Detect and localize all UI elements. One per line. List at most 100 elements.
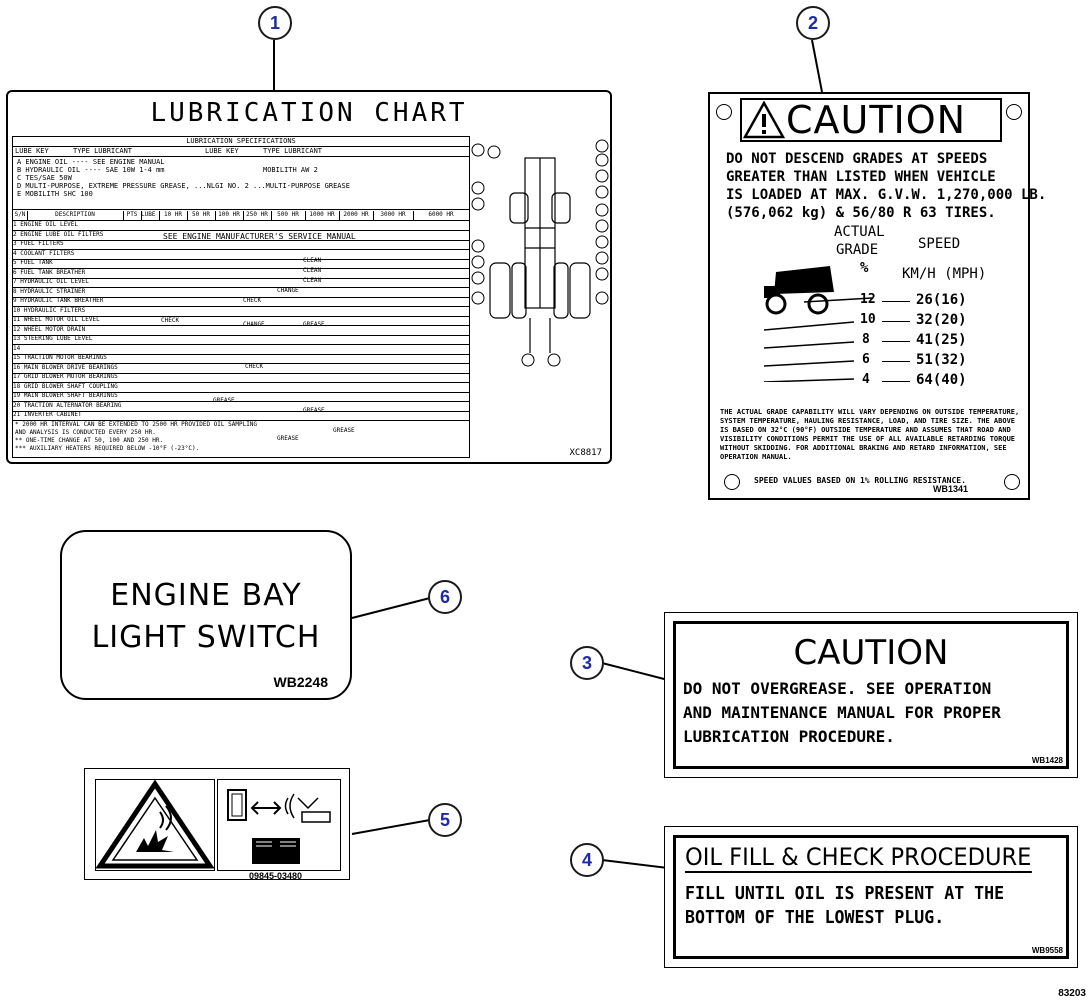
table-header-cell: PTS	[123, 211, 142, 220]
table-row-label: 3 FUEL FILTERS	[13, 240, 64, 247]
table-cell-mark: GREASE	[333, 427, 355, 434]
engine-bay-line1: ENGINE BAY	[110, 578, 302, 613]
caution-line: IS LOADED AT MAX. G.V.W. 1,270,000 LB.	[726, 187, 1047, 203]
callout-3: 3	[570, 646, 604, 680]
table-row-label: 4 COOLANT FILTERS	[13, 249, 75, 257]
key-row: C TES/SAE 50W	[17, 174, 72, 182]
table-row-label: 17 GRID BLOWER MOTOR BEARINGS	[13, 373, 118, 380]
table-row: 7 HYDRAULIC OIL LEVEL	[13, 278, 469, 288]
table-header-cell: 10 HR	[159, 211, 188, 220]
service-note: SEE ENGINE MANUFACTURER'S SERVICE MANUAL	[163, 232, 356, 241]
pictogram-code: 09845-03480	[249, 871, 303, 881]
grade-value: 12	[860, 292, 876, 307]
table-header-cell: 1000 HR	[305, 211, 340, 220]
caution-grease-code: WB1428	[1031, 756, 1063, 765]
mounting-hole-icon	[1004, 474, 1020, 490]
engine-bay-decal: ENGINE BAY LIGHT SWITCH WB2248	[60, 530, 352, 700]
speed-value: 41(25)	[916, 332, 967, 348]
table-header-cell: 50 HR	[187, 211, 216, 220]
table-row-label: 10 HYDRAULIC FILTERS	[13, 306, 86, 314]
oil-fill-code: WB9558	[1031, 946, 1063, 955]
table-row-label: 11 WHEEL MOTOR OIL LEVEL	[13, 316, 100, 323]
callout-6: 6	[428, 580, 462, 614]
key-header-3: LUBE KEY	[205, 147, 239, 155]
footnote: ** ONE-TIME CHANGE AT 50, 100 AND 250 HR…	[15, 437, 164, 444]
table-row: 9 HYDRAULIC TANK BREATHER	[13, 297, 469, 307]
table-row-label: 8 HYDRAULIC STRAINER	[13, 287, 86, 295]
explosion-warning-icon	[95, 779, 215, 869]
table-row-label: 21 INVERTER CABINET	[13, 411, 82, 418]
key-row: A ENGINE OIL ---- SEE ENGINE MANUAL	[17, 158, 165, 166]
speed-value: 32(20)	[916, 312, 967, 328]
table-cell-mark: CHECK	[161, 317, 180, 324]
key-header-1: LUBE KEY	[15, 147, 49, 155]
leader-line-3	[601, 662, 669, 681]
lubrication-chart-decal: LUBRICATION CHART LUBRICATION SPECIFICAT…	[6, 90, 612, 464]
table-row: 8 HYDRAULIC STRAINER	[13, 288, 469, 298]
table-row-label: 2 ENGINE LUBE OIL FILTERS	[13, 230, 104, 238]
table-row: 19 MAIN BLOWER SHAFT BEARINGS	[13, 392, 469, 402]
table-row: 11 WHEEL MOTOR OIL LEVEL	[13, 316, 469, 326]
table-cell-mark: CHANGE	[243, 321, 265, 328]
mounting-hole-icon	[1006, 104, 1022, 120]
table-cell-mark: GREASE	[303, 321, 325, 328]
key-right: MOBILITH AW 2	[263, 166, 318, 174]
pictogram-decal: 09845-03480	[84, 768, 350, 881]
callout-1: 1	[258, 6, 292, 40]
engine-bay-code: WB2248	[273, 674, 328, 690]
table-row: 21 INVERTER CABINET	[13, 411, 469, 421]
table-row: 16 MAIN BLOWER DRIVE BEARINGS	[13, 364, 469, 374]
table-row: 17 GRID BLOWER MOTOR BEARINGS	[13, 373, 469, 383]
key-row: B HYDRAULIC OIL ---- SAE 10W 1-4 mm	[17, 166, 165, 174]
table-cell-mark: CHECK	[243, 297, 262, 304]
truck-top-view-diagram	[471, 139, 609, 367]
footnote: AND ANALYSIS IS CONDUCTED EVERY 250 HR.	[15, 429, 156, 436]
callout-2: 2	[796, 6, 830, 40]
table-header-cell: LUBE KEY	[141, 211, 160, 220]
caution-header: CAUTION	[740, 98, 1002, 142]
table-row: 15 TRACTION MOTOR BEARINGS	[13, 354, 469, 364]
table-row: 10 HYDRAULIC FILTERS	[13, 307, 469, 317]
callout-4: 4	[570, 843, 604, 877]
lubrication-footnotes: * 2000 HR INTERVAL CAN BE EXTENDED TO 25…	[15, 421, 465, 453]
actual-label: ACTUAL	[834, 224, 885, 240]
table-row: 5 FUEL TANK	[13, 259, 469, 269]
table-row: 4 COOLANT FILTERS	[13, 250, 469, 260]
caution-grease-decal: CAUTION DO NOT OVERGREASE. SEE OPERATION…	[664, 612, 1078, 778]
grade-dash	[882, 381, 910, 382]
table-cell-mark: CLEAN	[303, 267, 322, 274]
caution-line: GREATER THAN LISTED WHEN VEHICLE	[726, 169, 996, 185]
table-row-label: 13 STEERING LUBE LEVEL	[13, 335, 93, 342]
caution-line: (576,062 kg) & 56/80 R 63 TIRES.	[726, 205, 996, 221]
figure-code: 83203	[1058, 988, 1086, 999]
table-cell-mark: GREASE	[213, 397, 235, 404]
table-row-label: 6 FUEL TANK BREATHER	[13, 268, 86, 276]
grade-dash	[882, 341, 910, 342]
oil-fill-decal: OIL FILL & CHECK PROCEDURE FILL UNTIL OI…	[664, 826, 1078, 968]
key-header-2: TYPE LUBRICANT	[73, 147, 133, 155]
table-row-label: 7 HYDRAULIC OIL LEVEL	[13, 278, 89, 285]
table-header-cell: 500 HR	[271, 211, 306, 220]
table-row-label: 14	[13, 344, 21, 352]
caution-fine-print: THE ACTUAL GRADE CAPABILITY WILL VARY DE…	[720, 408, 1020, 461]
grade-dash	[882, 361, 910, 362]
lubrication-chart-title: LUBRICATION CHART	[150, 98, 468, 128]
table-cell-mark: CHANGE	[277, 287, 299, 294]
table-row: 1 ENGINE OIL LEVEL	[13, 221, 469, 231]
table-header-cell: DESCRIPTION	[27, 211, 124, 220]
caution-grease-line: AND MAINTENANCE MANUAL FOR PROPER	[683, 703, 1001, 722]
oil-fill-header: OIL FILL & CHECK PROCEDURE	[685, 843, 1032, 873]
key-row: D MULTI-PURPOSE, EXTREME PRESSURE GREASE…	[17, 182, 350, 190]
table-header-cell: 2000 HR	[339, 211, 374, 220]
table-cell-mark: GREASE	[277, 435, 299, 442]
grade-value: 8	[862, 332, 870, 347]
table-header-cell: S/N	[13, 211, 28, 220]
table-row-label: 19 MAIN BLOWER SHAFT BEARINGS	[13, 392, 118, 399]
speed-label: SPEED	[918, 236, 961, 252]
grade-slope-lines	[764, 297, 873, 382]
callout-5: 5	[428, 803, 462, 837]
caution-grade-decal: CAUTION DO NOT DESCEND GRADES AT SPEEDS …	[708, 92, 1046, 500]
